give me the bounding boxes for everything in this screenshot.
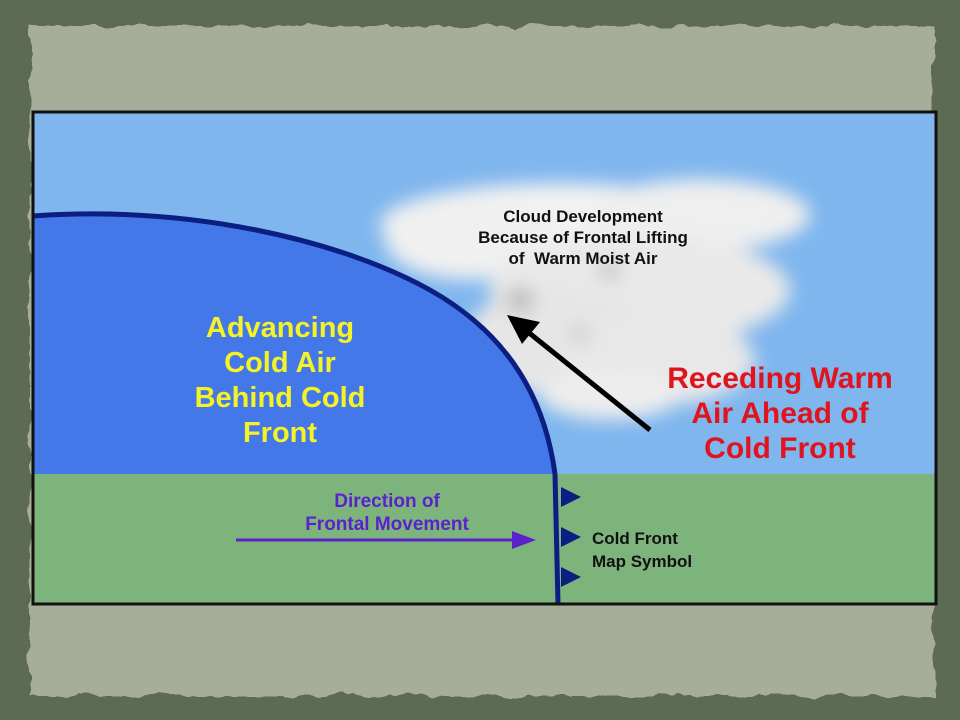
cold-front-triangle-icon: [561, 487, 581, 507]
symbol-label-line-1: Cold Front: [592, 529, 678, 548]
advancing-cold-air-label: Advancing Cold Air Behind Cold Front: [150, 311, 410, 451]
lifting-arrow-head: [507, 315, 540, 344]
receding-warm-air-label: Receding Warm Air Ahead of Cold Front: [630, 361, 930, 466]
map-symbol-label: Cold Front Map Symbol: [592, 527, 692, 573]
cloud-development-label: Cloud Development Because of Frontal Lif…: [418, 206, 748, 269]
cold-label-line-3: Behind Cold: [194, 382, 366, 414]
cloud-label-line-1: Cloud Development: [503, 207, 663, 226]
cold-front-triangle-icon: [561, 527, 581, 547]
cloud-label-line-3: of Warm Moist Air: [508, 249, 658, 268]
cloud-label-line-2: Because of Frontal Lifting: [478, 228, 688, 247]
cold-label-line-4: Front: [242, 417, 318, 449]
cold-label-line-1: Advancing: [205, 312, 355, 344]
cold-front-triangle-icon: [561, 567, 581, 587]
warm-label-line-1: Receding Warm: [667, 362, 893, 395]
warm-label-line-2: Air Ahead of: [691, 397, 869, 430]
movement-arrow-head: [512, 531, 536, 549]
warm-label-line-3: Cold Front: [704, 432, 856, 465]
cold-front-boundary: [32, 211, 561, 605]
direction-of-movement-label: Direction of Frontal Movement: [262, 490, 512, 536]
symbol-label-line-2: Map Symbol: [592, 552, 693, 571]
cold-label-line-2: Cold Air: [224, 347, 336, 379]
cold-air-mass: [33, 213, 555, 474]
panel-border: [31, 110, 938, 606]
lifting-arrow-icon: [526, 330, 652, 432]
direction-label-line-1: Direction of: [334, 491, 440, 512]
diagram-panel: [31, 110, 938, 606]
direction-label-line-2: Frontal Movement: [305, 514, 469, 535]
